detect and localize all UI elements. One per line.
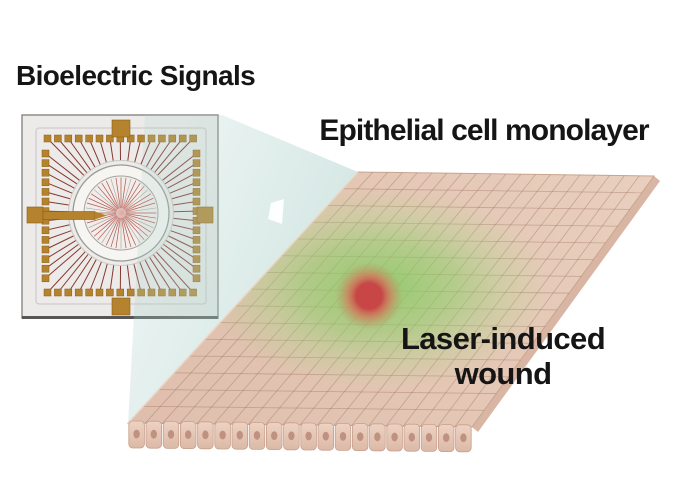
electrode-pad — [41, 274, 50, 283]
electrode-pad — [41, 245, 50, 254]
electrode-trace — [45, 224, 71, 231]
electrode-pad — [41, 197, 50, 206]
contact-tab-bottom — [111, 297, 131, 316]
electrode-pad — [74, 288, 83, 297]
electrode-trace — [134, 138, 142, 163]
electrode-trace — [67, 138, 92, 171]
cell-nucleus — [322, 431, 329, 441]
electrode-pad — [41, 236, 50, 244]
laser-wound-label-line2: wound — [454, 356, 552, 391]
electrode-pad — [41, 264, 50, 273]
electrode-trace — [127, 138, 132, 162]
electrode-trace — [45, 229, 73, 241]
electrode-trace — [45, 191, 72, 200]
epithelial-monolayer-label: Epithelial cell monolayer — [319, 114, 649, 147]
electrode-pad — [106, 288, 114, 297]
front-cell-row — [128, 420, 472, 453]
electrode-pad — [41, 159, 50, 167]
electrode-pad — [43, 288, 52, 297]
cell-nucleus — [357, 432, 364, 441]
electrode-pad — [41, 168, 50, 177]
electrode-pad — [43, 134, 52, 143]
electrode-trace — [99, 138, 108, 164]
wound-core — [356, 283, 382, 309]
electrode-pad — [64, 134, 73, 143]
electrode-trace — [78, 138, 96, 169]
electrode-trace — [99, 263, 108, 293]
electrode-pad — [116, 288, 125, 297]
electrode-trace — [45, 162, 78, 185]
cell-nucleus — [288, 431, 295, 441]
monolayer-left-edge — [127, 171, 359, 424]
electrode-trace — [57, 138, 88, 174]
electrode-trace — [45, 243, 80, 270]
cell-nucleus — [408, 432, 415, 442]
electrode-pad — [106, 134, 114, 143]
cell-nucleus — [133, 429, 140, 439]
cell-nucleus — [253, 431, 261, 440]
center-tissue-spot — [106, 197, 138, 229]
electrode-pad — [85, 134, 93, 143]
electrode-pad — [74, 134, 83, 143]
electrode-pad — [95, 288, 104, 297]
cell-nucleus — [305, 431, 312, 441]
electrode-pad — [41, 255, 50, 263]
electrode-trace — [57, 253, 90, 293]
electrode-pad — [54, 134, 62, 143]
electrode-pad — [54, 288, 62, 297]
cell-nucleus — [219, 430, 226, 440]
laser-wound-label: Laser-induced wound — [385, 321, 621, 391]
monolayer-right-wall — [472, 176, 660, 432]
electrode-trace — [45, 172, 76, 189]
cell-nucleus — [460, 433, 467, 443]
grid-line — [143, 405, 485, 411]
electrode-trace — [88, 138, 101, 166]
electrode-pad — [85, 288, 93, 297]
electrode-trace — [109, 138, 114, 162]
electrode-trace — [88, 261, 103, 293]
electrode-trace — [47, 250, 87, 293]
cell-nucleus — [271, 431, 278, 440]
electrode-pad — [64, 288, 73, 297]
electrode-trace — [47, 138, 85, 177]
cell-nucleus — [425, 433, 433, 442]
contact-tab-left — [26, 206, 44, 224]
laser-wound-label-line1: Laser-induced — [400, 321, 606, 356]
electrode-pad — [95, 134, 104, 143]
electrode-trace — [109, 264, 115, 293]
electrode-trace — [45, 181, 74, 194]
beam-highlight — [268, 199, 284, 224]
cell-nucleus — [374, 432, 381, 442]
reference-electrode-bar — [42, 211, 96, 220]
cell-nucleus — [443, 433, 450, 442]
electrode-pad — [126, 288, 135, 297]
electrode-trace — [45, 153, 81, 182]
electrode-trace — [126, 264, 132, 293]
projection-beam — [128, 115, 358, 424]
electrode-trace — [45, 239, 77, 260]
cell-nucleus — [391, 432, 398, 442]
cell-nucleus — [167, 430, 175, 439]
cell-nucleus — [236, 430, 243, 440]
grid-line — [158, 389, 497, 394]
electrode-trace — [45, 201, 70, 206]
electrode-trace — [78, 258, 98, 293]
electrode-pad — [41, 178, 50, 187]
electrode-pad — [137, 134, 145, 143]
electrode-pad — [41, 149, 50, 158]
electrode-trace — [45, 246, 82, 279]
cell-nucleus — [339, 432, 347, 441]
electrode-pad — [41, 226, 50, 235]
cell-nucleus — [150, 429, 157, 439]
contact-tab-top — [111, 119, 131, 138]
bioelectric-signals-label: Bioelectric Signals — [16, 60, 256, 91]
electrode-pad — [126, 134, 135, 143]
electrode-trace — [67, 256, 93, 293]
cell-nucleus — [202, 430, 209, 440]
cell-nucleus — [185, 430, 192, 439]
electrode-trace — [45, 235, 75, 250]
reference-electrode-tip — [95, 211, 107, 220]
electrode-pad — [41, 188, 50, 196]
